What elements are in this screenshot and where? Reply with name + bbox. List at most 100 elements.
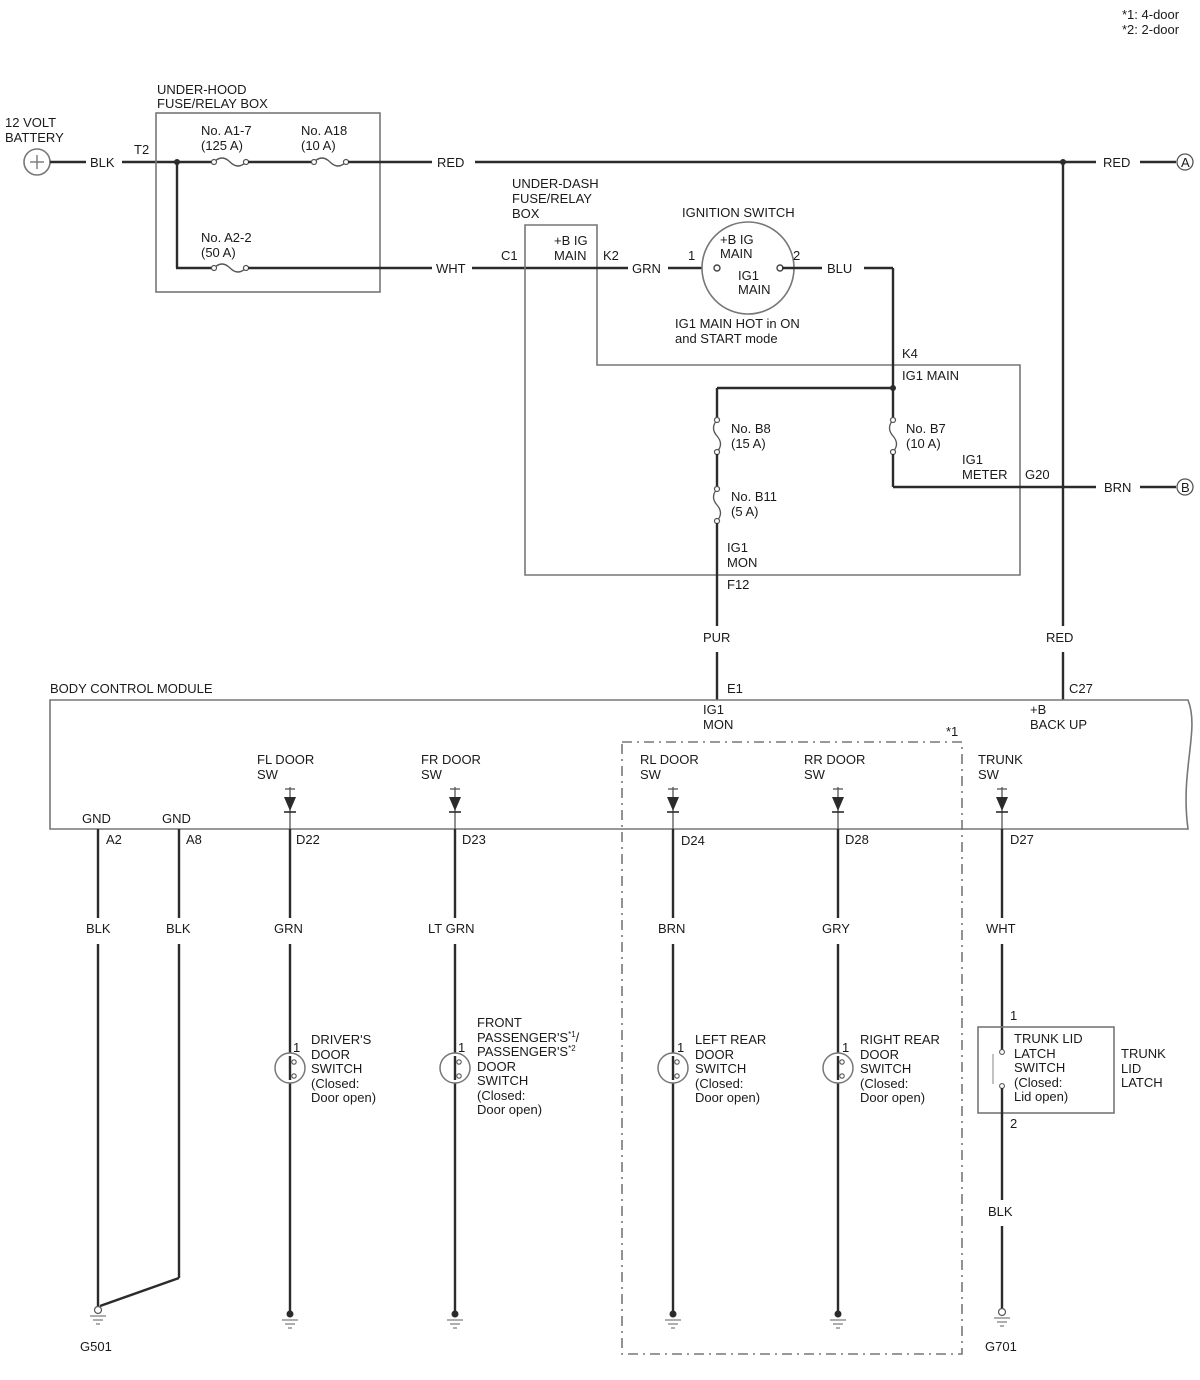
connector-k4: K4 (902, 346, 918, 361)
wire-label-brn-d24: BRN (658, 921, 685, 936)
front-pass-l5: SWITCH (477, 1073, 528, 1088)
left-rear-l2: DOOR (695, 1047, 734, 1062)
underdash-box-label-1: UNDER-DASH (512, 176, 599, 191)
drivers-switch-l3: SWITCH (311, 1061, 362, 1076)
input-arrows (284, 787, 1008, 829)
wire-label-red-right: RED (1103, 155, 1130, 170)
fuse-a1-7-label: No. A1-7 (201, 123, 252, 138)
underhood-box-label-1: UNDER-HOOD (157, 82, 247, 97)
ground-right-rear-symbol (830, 1310, 846, 1329)
front-pass-l4: DOOR (477, 1059, 516, 1074)
connector-d22: D22 (296, 832, 320, 847)
bcm-title: BODY CONTROL MODULE (50, 681, 213, 696)
trunk-lid-l2: LATCH (1014, 1046, 1056, 1061)
trunk-lid-latch-box (977, 1026, 1115, 1114)
front-pass-l3: PASSENGER'S*2 (477, 1044, 576, 1059)
ground-g701-symbol (994, 1307, 1010, 1327)
ref-a-label: A (1181, 155, 1190, 170)
ignition-note-2: and START mode (675, 331, 778, 346)
ground-g701-label: G701 (985, 1339, 1017, 1354)
left-rear-door-switch-symbol (657, 1052, 689, 1084)
right-rear-l1: RIGHT REAR (860, 1032, 940, 1047)
wire-label-blk-trunk: BLK (988, 1204, 1013, 1219)
wire-label-wht: WHT (436, 261, 466, 276)
trunk-latch-l3: LATCH (1121, 1075, 1163, 1090)
ud-bplus-ig-main-2: MAIN (554, 248, 587, 263)
front-pass-l7: Door open) (477, 1102, 542, 1117)
wire-label-blk-battery: BLK (90, 155, 115, 170)
trunk-lid-latch-switch-symbol (992, 1049, 1005, 1089)
ref-b-circle (1176, 478, 1194, 496)
trunk-latch-l2: LID (1121, 1061, 1141, 1076)
wire-label-blk-a8: BLK (166, 921, 191, 936)
rr-door-sw-2: SW (804, 767, 826, 782)
rr-door-sw-1: RR DOOR (804, 752, 865, 767)
right-rear-l5: Door open) (860, 1090, 925, 1105)
ud-bplus-ig-main-1: +B IG (554, 233, 588, 248)
drivers-switch-l2: DOOR (311, 1047, 350, 1062)
wire-label-red-drop: RED (1046, 630, 1073, 645)
ground-left-rear-symbol (665, 1310, 681, 1329)
fuse-b8-label: No. B8 (731, 421, 771, 436)
wire-label-red-top: RED (437, 155, 464, 170)
bcm-gnd-a8: GND (162, 811, 191, 826)
ignition-ig1-main-2: MAIN (738, 282, 771, 297)
right-rear-l2: DOOR (860, 1047, 899, 1062)
wire-label-brn-top: BRN (1104, 480, 1131, 495)
trunk-lid-l5: Lid open) (1014, 1089, 1068, 1104)
front-pass-l1: FRONT (477, 1015, 522, 1030)
fuse-b11-rating: (5 A) (731, 504, 758, 519)
battery (23, 148, 51, 176)
ref-a-circle (1176, 153, 1194, 171)
connector-a8: A8 (186, 832, 202, 847)
left-rear-l1: LEFT REAR (695, 1032, 766, 1047)
ignition-bplus-ig-1: +B IG (720, 232, 754, 247)
ud-ig1-meter-1: IG1 (962, 452, 983, 467)
bcm-ig1-mon-2: MON (703, 717, 733, 732)
left-rear-l4: (Closed: (695, 1076, 743, 1091)
trunk-switch-pin-1: 1 (1010, 1008, 1017, 1023)
rl-door-sw-1: RL DOOR (640, 752, 699, 767)
ignition-pin-1: 1 (688, 248, 695, 263)
fuse-b7-symbol (888, 419, 898, 453)
left-rear-switch-pin-1: 1 (677, 1040, 684, 1055)
four-door-only-region (621, 741, 963, 1355)
battery-label-2: BATTERY (5, 130, 64, 145)
left-rear-l3: SWITCH (695, 1061, 746, 1076)
connector-d24: D24 (681, 833, 705, 848)
trunk-lid-l3: SWITCH (1014, 1060, 1065, 1075)
wire-label-blk-a2: BLK (86, 921, 111, 936)
right-rear-door-switch-symbol (822, 1052, 854, 1084)
wire-label-wht-d27: WHT (986, 921, 1016, 936)
ground-g501-symbol (90, 1305, 106, 1325)
wire-label-blu: BLU (827, 261, 852, 276)
fl-door-sw-2: SW (257, 767, 279, 782)
front-pass-l2: PASSENGER'S*1/ (477, 1030, 580, 1045)
ud-ig1-main-label: IG1 MAIN (902, 368, 959, 383)
fuse-b11-label: No. B11 (731, 489, 777, 504)
ground-g501-label: G501 (80, 1339, 112, 1354)
connector-d27: D27 (1010, 832, 1034, 847)
fuse-a1-7-rating: (125 A) (201, 138, 243, 153)
fuse-a1-7-symbol (213, 157, 247, 167)
ground-drivers-symbol (282, 1310, 298, 1329)
ud-ig1-meter-2: METER (962, 467, 1008, 482)
ground-front-pass-symbol (447, 1310, 463, 1329)
underhood-fuse-relay-box (155, 112, 381, 293)
fr-door-sw-1: FR DOOR (421, 752, 481, 767)
connector-d28: D28 (845, 832, 869, 847)
note-4door: *1: 4-door (1122, 7, 1180, 22)
trunk-sw-1: TRUNK (978, 752, 1023, 767)
connector-f12: F12 (727, 577, 749, 592)
right-rear-switch-pin-1: 1 (842, 1040, 849, 1055)
connector-k2: K2 (603, 248, 619, 263)
drivers-switch-l5: Door open) (311, 1090, 376, 1105)
fr-door-sw-2: SW (421, 767, 443, 782)
battery-label-1: 12 VOLT (5, 115, 56, 130)
fuse-a18-rating: (10 A) (301, 138, 336, 153)
front-passenger-door-switch-symbol (439, 1052, 471, 1084)
connector-g20: G20 (1025, 467, 1050, 482)
fuse-a2-2-label: No. A2-2 (201, 230, 252, 245)
fuse-b8-rating: (15 A) (731, 436, 766, 451)
